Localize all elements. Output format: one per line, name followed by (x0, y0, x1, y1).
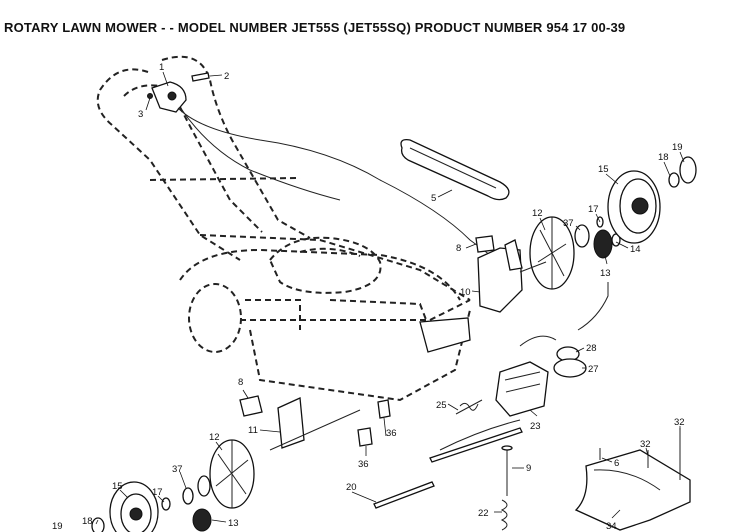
callout-37-bottom: 37 (172, 464, 183, 475)
axle-and-bolts (373, 427, 523, 531)
callout-25: 25 (436, 400, 447, 411)
callout-15-top: 15 (598, 164, 609, 175)
drive-assembly (419, 282, 609, 451)
callout-18-top: 18 (658, 152, 669, 163)
callout-27: 27 (588, 364, 599, 375)
callouts: 1 2 3 5 8 10 12 37 17 15 18 19 14 13 28 … (52, 62, 685, 532)
callout-32-right: 32 (674, 417, 685, 428)
callout-36-left: 36 (358, 459, 369, 470)
rear-shield (574, 428, 691, 531)
diagram-title: ROTARY LAWN MOWER - - MODEL NUMBER JET55… (4, 20, 626, 35)
leader-lines (95, 71, 685, 525)
callout-5: 5 (431, 193, 436, 204)
callout-17-bottom: 17 (152, 487, 163, 498)
callout-28: 28 (586, 343, 597, 354)
callout-22: 22 (478, 508, 489, 519)
callout-19-bottom: 19 (52, 521, 63, 532)
callout-32-left: 32 (640, 439, 651, 450)
callout-12-top: 12 (532, 208, 543, 219)
callout-12-bottom: 12 (209, 432, 220, 443)
callout-1: 1 (159, 62, 164, 73)
callout-13-top: 13 (600, 268, 611, 279)
callout-19-top: 19 (672, 142, 683, 153)
drive-belt (400, 139, 510, 201)
callout-20: 20 (346, 482, 357, 493)
mower-outline (96, 55, 471, 402)
callout-6: 6 (614, 458, 619, 469)
callout-13-bottom: 13 (228, 518, 239, 529)
callout-23: 23 (530, 421, 541, 432)
rear-wheel-right (475, 156, 697, 313)
callout-36-right: 36 (386, 428, 397, 439)
callout-37-top: 37 (563, 218, 574, 229)
callout-9: 9 (526, 463, 531, 474)
callout-8-bottom: 8 (238, 377, 243, 388)
callout-18-bottom: 18 (82, 516, 93, 527)
callout-3: 3 (138, 109, 143, 120)
handle-control (147, 72, 511, 273)
callout-15-bottom: 15 (112, 481, 123, 492)
callout-8-top: 8 (456, 243, 461, 254)
callout-17-top: 17 (588, 204, 599, 215)
callout-2: 2 (224, 71, 229, 82)
callout-10: 10 (460, 287, 471, 298)
callout-14: 14 (630, 244, 641, 255)
callout-34: 34 (606, 521, 617, 532)
callout-11: 11 (248, 425, 258, 436)
front-wheel-left (91, 395, 391, 532)
